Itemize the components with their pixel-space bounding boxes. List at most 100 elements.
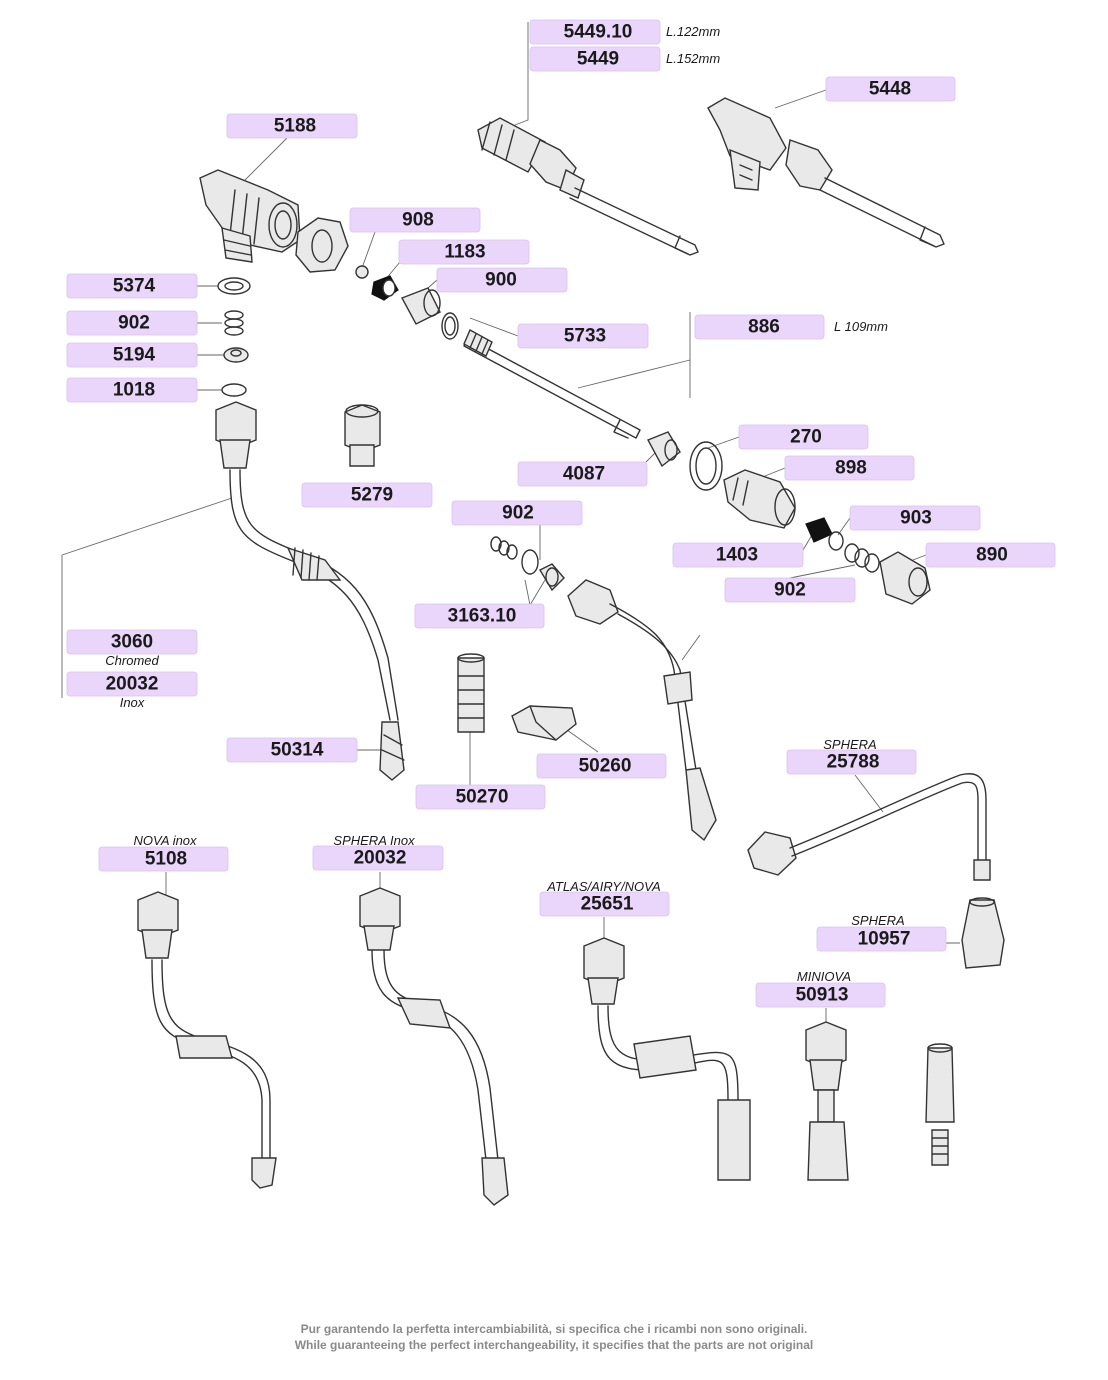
svg-text:902: 902 [502,503,534,524]
note-model-5108: NOVA inox [133,833,197,848]
label-50913: 50913 [755,982,886,1008]
label-3060: 3060 [66,629,198,655]
svg-text:50270: 50270 [456,787,509,808]
label-5108: 5108 [98,846,229,872]
svg-text:20032: 20032 [106,674,159,695]
label-902-a: 902 [66,310,198,336]
label-5279: 5279 [301,482,433,508]
note-model-10957: SPHERA [851,913,904,928]
spindle-small-parts [355,265,459,340]
svg-text:5449: 5449 [577,49,619,70]
label-50270: 50270 [415,784,546,810]
label-20032-b: 20032 [312,845,444,871]
svg-text:3163.10: 3163.10 [448,606,517,627]
svg-text:5448: 5448 [869,79,911,100]
valve-seals [805,517,931,605]
footer-disclaimer-english: While guaranteeing the perfect interchan… [294,1338,814,1352]
svg-text:3060: 3060 [111,632,153,653]
nozzle-tip-10957 [961,897,1005,969]
label-5188: 5188 [226,113,358,139]
label-50314: 50314 [226,737,358,763]
note-model-20032: SPHERA Inox [333,833,415,848]
label-5448: 5448 [825,76,956,102]
label-898: 898 [784,455,915,481]
label-902-c: 902 [724,577,856,603]
svg-text:903: 903 [900,508,932,529]
svg-text:5733: 5733 [564,326,606,347]
note-finish-3060: Chromed [105,653,159,668]
note-length-886: L 109mm [834,319,888,334]
label-5449: 5449 [529,46,661,72]
steam-pipe-25788 [747,773,991,881]
steam-pipe-seals [490,536,565,592]
svg-text:20032: 20032 [354,848,407,869]
svg-text:886: 886 [748,317,780,338]
elbow-body-5188 [199,169,301,263]
clip-50260 [511,705,577,741]
svg-text:5449.10: 5449.10 [564,22,633,43]
svg-text:5194: 5194 [113,345,156,366]
label-50260: 50260 [536,753,667,779]
nut-5279 [344,404,381,467]
label-25651: 25651 [539,891,670,917]
label-10957: 10957 [816,926,947,952]
spindle-tap-5449 [477,117,699,256]
steam-pipe-5108 [137,891,277,1189]
svg-text:50260: 50260 [579,756,632,777]
svg-text:5188: 5188 [274,116,316,137]
svg-text:5279: 5279 [351,485,393,506]
steam-pipe-50913 [805,1021,849,1181]
svg-text:902: 902 [118,313,150,334]
label-5733: 5733 [517,323,649,349]
svg-text:270: 270 [790,427,822,448]
valve-fittings [647,431,796,529]
note-model-25788: SPHERA [823,737,876,752]
svg-text:908: 908 [402,210,434,231]
steam-pipe-20032 [359,887,509,1206]
label-25788: 25788 [786,749,917,775]
label-886: 886 [694,314,825,340]
washers-left [217,277,251,397]
label-5194: 5194 [66,342,198,368]
svg-text:5108: 5108 [145,849,187,870]
label-20032-a: 20032 [66,671,198,697]
svg-text:1403: 1403 [716,545,758,566]
annotations: L.122mm L.152mm L 109mm Chromed Inox SPH… [105,24,904,984]
note-model-25651: ATLAS/AIRY/NOVA [546,879,660,894]
part-number-labels: 5449.10 5449 5448 5188 908 1183 900 5374… [66,19,1056,1008]
note-length-5449: L.152mm [666,51,720,66]
svg-text:1018: 1018 [113,380,155,401]
label-890: 890 [925,542,1056,568]
svg-text:50314: 50314 [271,740,324,761]
hex-nut [295,217,349,273]
spindle-tap-5448 [707,97,945,248]
label-3163-10: 3163.10 [414,603,545,629]
label-5374: 5374 [66,273,198,299]
label-1403: 1403 [672,542,804,568]
note-model-50913: MINIOVA [797,969,851,984]
note-length-5449-10: L.122mm [666,24,720,39]
svg-text:50913: 50913 [796,985,849,1006]
label-1183: 1183 [398,239,530,265]
label-908: 908 [349,207,481,233]
pipe-sleeve-50270 [457,653,485,733]
label-270: 270 [738,424,869,450]
label-4087: 4087 [517,461,648,487]
label-903: 903 [849,505,981,531]
label-1018: 1018 [66,377,198,403]
label-5449-10: 5449.10 [529,19,661,45]
svg-text:890: 890 [976,545,1008,566]
label-902-b: 902 [451,500,583,526]
part-drawings [137,97,1005,1206]
steam-pipe-3060 [215,401,405,781]
svg-text:898: 898 [835,458,867,479]
nozzle-small-parts [925,1043,955,1166]
steam-pipe-middle [567,579,717,842]
footer-disclaimer-italian: Pur garantendo la perfetta intercambiabi… [300,1322,808,1336]
svg-text:10957: 10957 [858,929,911,950]
svg-text:25651: 25651 [581,894,634,915]
svg-text:5374: 5374 [113,276,156,297]
spindle-shaft-886 [463,329,641,439]
label-900: 900 [436,267,568,293]
